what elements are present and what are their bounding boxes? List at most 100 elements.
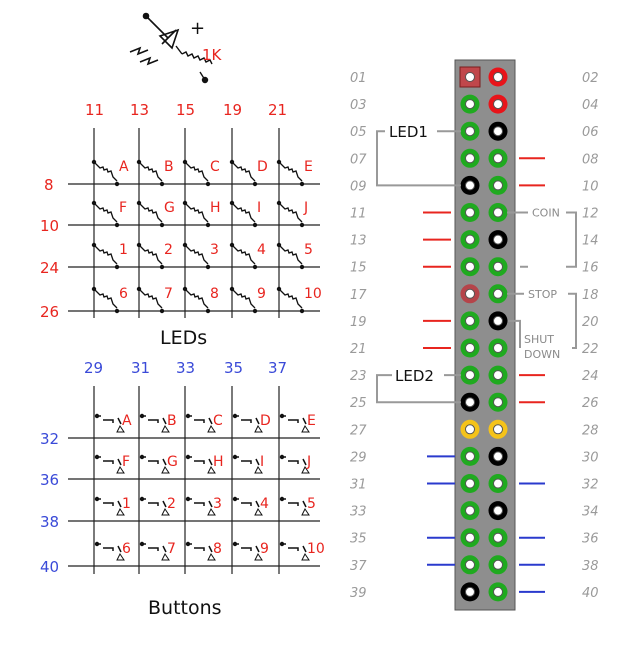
diode-icon	[254, 425, 263, 433]
led1-bracket	[376, 130, 461, 187]
buttons-title: Buttons	[148, 597, 222, 619]
header-pin-hole	[465, 99, 475, 110]
header-pin-hole	[493, 315, 503, 326]
stop-shutdown-bracket	[507, 292, 577, 349]
header-pin-hole	[465, 586, 475, 597]
button-cell-label: 9	[260, 541, 269, 557]
diode-icon	[161, 425, 170, 433]
led-cell-label: H	[210, 200, 221, 216]
pin-number-left: 15	[350, 261, 367, 276]
pin-number-right: 20	[582, 315, 599, 330]
header-pin-hole	[465, 397, 475, 408]
header-pin-hole	[493, 207, 503, 218]
led-cell: J	[276, 200, 308, 228]
led-cell-label: 8	[210, 286, 219, 302]
button-cell-label: B	[167, 413, 177, 429]
button-cell-label: F	[122, 454, 130, 470]
button-cell: 10	[279, 541, 325, 561]
led-cell: 9	[229, 286, 266, 314]
pin-number-left: 37	[350, 559, 367, 574]
button-cell-label: G	[167, 454, 178, 470]
pin-number-left: 19	[350, 315, 367, 330]
diode-icon	[116, 508, 125, 516]
diode-icon	[161, 553, 170, 561]
button-cell: 2	[139, 496, 176, 516]
push-button-icon	[235, 456, 260, 466]
plus-sign: +	[190, 18, 205, 39]
button-cell: I	[232, 454, 264, 474]
pin-number-right: 22	[582, 342, 599, 357]
led-cell-label: E	[304, 159, 313, 175]
header-pin-hole	[465, 532, 475, 543]
leds-title: LEDs	[160, 327, 207, 349]
diode-icon	[161, 466, 170, 474]
header-pin-hole	[493, 505, 503, 516]
coin-bracket	[507, 211, 577, 268]
led-cell: B	[136, 159, 174, 187]
button-cell: B	[139, 413, 177, 433]
led-column-label: 13	[130, 101, 149, 119]
header-pin-hole	[465, 153, 475, 164]
pin-number-left: 11	[350, 207, 367, 222]
shut-label: SHUT	[524, 333, 554, 346]
led-component-icon	[278, 288, 303, 309]
button-row-label: 36	[40, 471, 59, 489]
led-cell-label: 10	[304, 286, 322, 302]
led-component-icon	[93, 202, 118, 223]
button-cell: F	[94, 454, 130, 474]
button-cell-label: I	[260, 454, 264, 470]
pin-number-left: 23	[350, 369, 367, 384]
led-row-label: 26	[40, 303, 59, 321]
pin-number-right: 18	[582, 288, 599, 303]
led-column-label: 15	[176, 101, 195, 119]
led-cell-label: 1	[119, 242, 128, 258]
diode-icon	[207, 508, 216, 516]
led-cell: D	[229, 159, 268, 187]
header-pin-hole	[465, 451, 475, 462]
led-cell-label: A	[119, 159, 129, 175]
header-pin-hole	[465, 478, 475, 489]
button-row-label: 40	[40, 558, 59, 576]
coin-label: COIN	[532, 207, 560, 220]
pin-number-left: 21	[350, 342, 367, 357]
pin-number-left: 25	[350, 396, 367, 411]
diode-icon	[116, 425, 125, 433]
pin-number-left: 09	[350, 179, 367, 194]
pin-number-right: 04	[582, 98, 599, 113]
button-cell-label: 5	[307, 496, 316, 512]
led-component-icon	[278, 202, 303, 223]
led-cell: 3	[182, 242, 219, 270]
led-symbol-icon	[129, 12, 180, 66]
diode-icon	[301, 466, 310, 474]
header-pin-hole	[465, 180, 475, 191]
led-component-icon	[278, 244, 303, 265]
button-column-label: 37	[268, 359, 287, 377]
button-cell: C	[185, 413, 223, 433]
pin-number-right: 14	[582, 234, 599, 249]
pin-number-left: 29	[350, 450, 367, 465]
led-component-icon	[231, 244, 256, 265]
down-label: DOWN	[524, 348, 560, 361]
pin-number-right: 40	[582, 586, 599, 601]
button-cell-label: 6	[122, 541, 131, 557]
led-component-icon	[184, 202, 209, 223]
button-cell: A	[94, 413, 132, 433]
header-pin-hole	[493, 153, 503, 164]
button-cell-label: C	[213, 413, 223, 429]
push-button-icon	[97, 543, 122, 553]
led2-label: LED2	[395, 367, 434, 385]
header-pin-hole	[465, 288, 475, 299]
led-column-label: 21	[268, 101, 287, 119]
led-row-label: 8	[44, 176, 54, 194]
pin-number-right: 06	[582, 125, 599, 140]
pin-number-right: 12	[582, 207, 599, 222]
button-cell-label: 4	[260, 496, 269, 512]
header-board	[454, 59, 516, 611]
button-cell: E	[279, 413, 316, 433]
button-column-label: 33	[176, 359, 195, 377]
push-button-icon	[282, 415, 307, 425]
header-pin-hole	[493, 99, 503, 110]
push-button-icon	[142, 456, 167, 466]
